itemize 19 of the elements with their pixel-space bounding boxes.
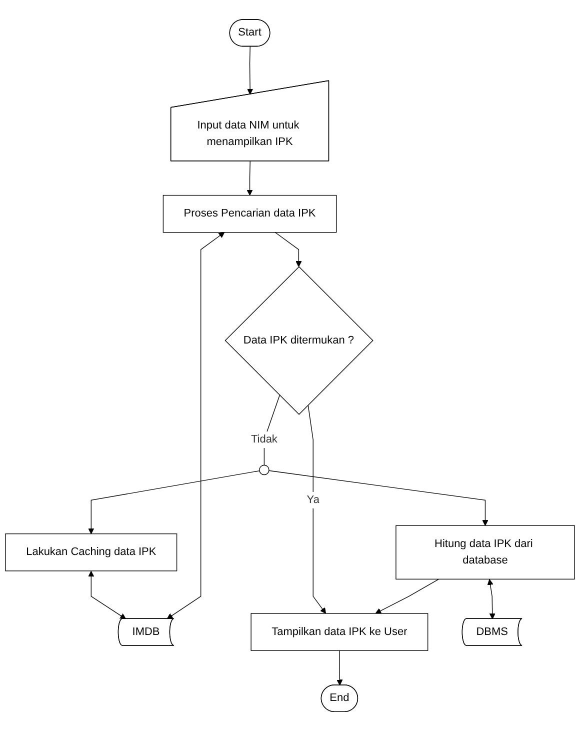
node-box: Lakukan Caching data IPK [5,533,178,572]
arrow [336,650,343,686]
arrow [308,404,326,614]
arrow [268,470,488,526]
arrow [247,46,254,95]
arrow [375,578,440,614]
arrow [166,232,225,619]
node-box: Hitung data IPK dari database [396,525,575,580]
edge-label: Ya [306,494,320,506]
node-diamond: Data IPK ditermukan ? [224,266,374,415]
arrow [487,579,496,620]
arrow [246,160,253,196]
arrow [88,470,260,534]
node-circle [259,464,270,476]
node-box: Proses Pencarian data IPK [162,194,337,233]
node-box: Tampilkan data IPK ke User [250,613,428,651]
arrow [274,232,302,267]
arrow [88,570,126,620]
edge-label: Tidak [250,433,278,446]
